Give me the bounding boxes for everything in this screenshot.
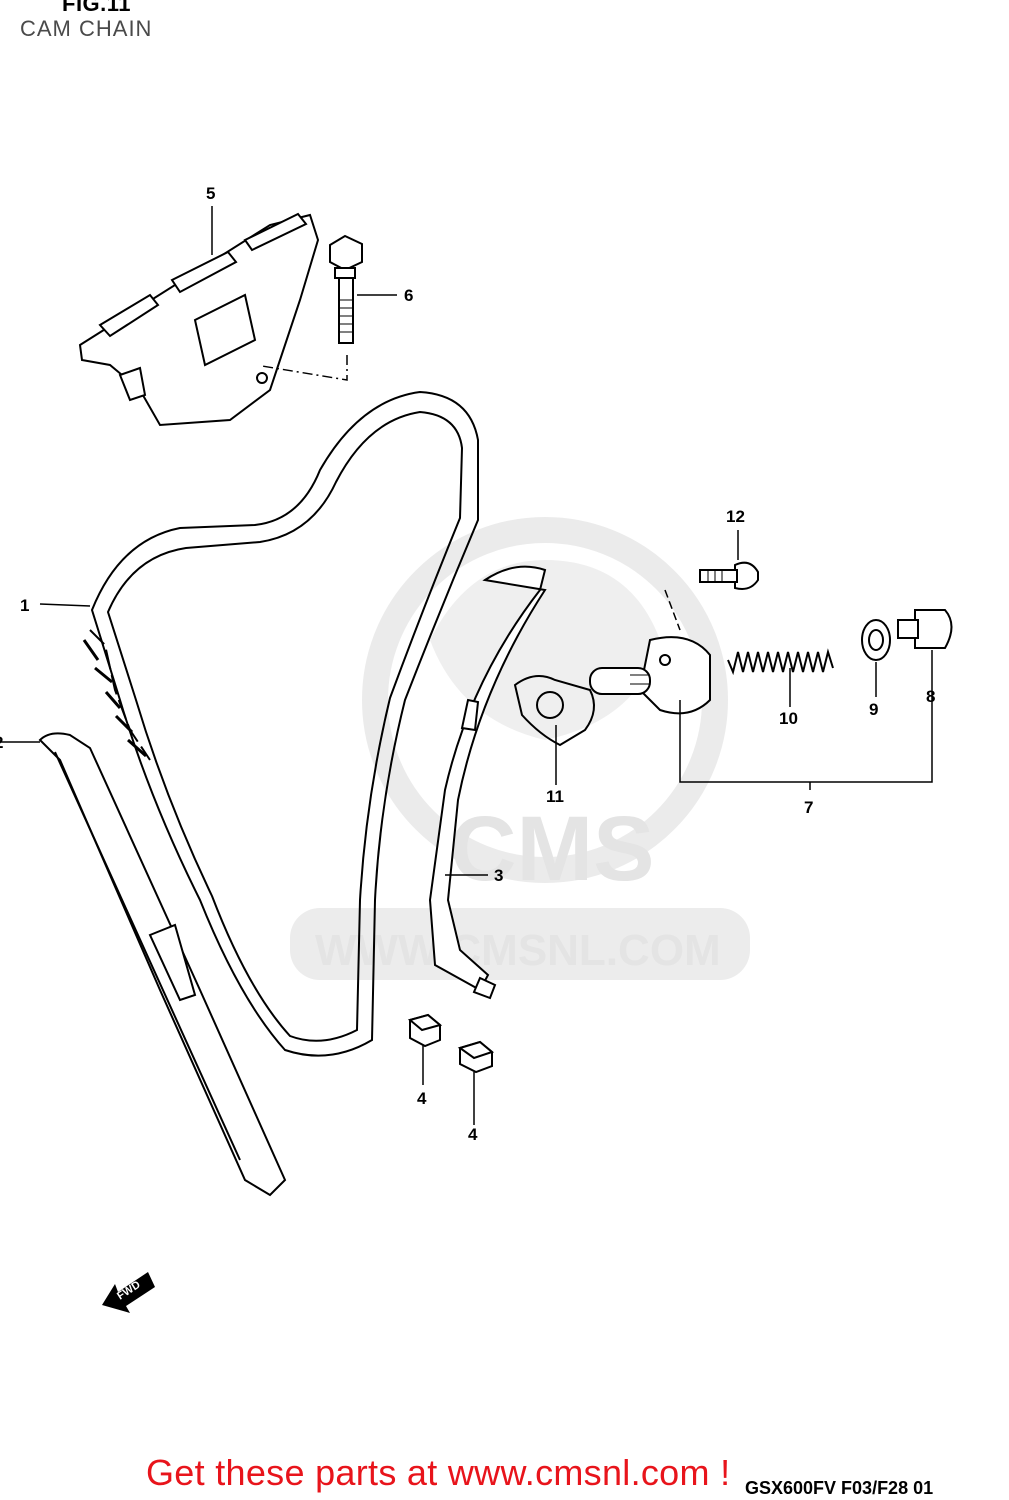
callout-7: 7 <box>804 798 813 817</box>
callout-10: 10 <box>779 709 798 728</box>
leader-1 <box>39 603 91 607</box>
watermark: CMS WWW.CMSNL.COM <box>290 517 750 980</box>
part-5-upper-chain-guide <box>78 212 320 427</box>
callout-11: 11 <box>546 787 564 806</box>
figure-number: FIG.11 <box>62 0 132 16</box>
part-9-washer <box>861 619 891 661</box>
footer-parts-link[interactable]: Get these parts at www.cmsnl.com ! <box>146 1452 731 1493</box>
leader-lines <box>0 206 933 1125</box>
part-4-guide-pads <box>407 1013 495 1074</box>
fwd-arrow-icon: FWD <box>102 1272 155 1313</box>
callout-8: 8 <box>926 687 935 706</box>
part-10-spring <box>727 648 834 676</box>
callout-6: 6 <box>404 286 413 305</box>
callout-12: 12 <box>726 507 745 526</box>
callout-9: 9 <box>869 700 878 719</box>
part-12-bolt <box>699 561 759 590</box>
callout-4b: 4 <box>468 1125 478 1144</box>
part-7-tensioner-assembly <box>589 636 711 715</box>
callout-5: 5 <box>206 184 215 203</box>
part-2-chain-guide <box>38 732 287 1197</box>
part-3-tensioner-arm <box>428 565 547 1000</box>
watermark-brand: CMS <box>450 798 654 900</box>
callout-2: 2 <box>0 733 3 752</box>
watermark-url: WWW.CMSNL.COM <box>315 926 721 975</box>
figure-title: CAM CHAIN <box>20 16 153 41</box>
part-1-cam-chain <box>82 390 479 1057</box>
part-6-leader <box>261 355 348 381</box>
part-12-leader <box>664 589 681 631</box>
part-6-bolt <box>329 234 363 344</box>
model-code: GSX600FV F03/F28 01 <box>745 1478 934 1498</box>
callout-1: 1 <box>20 596 29 615</box>
watermark-emblem <box>362 517 728 883</box>
callout-4a: 4 <box>417 1089 427 1108</box>
part-11-gasket <box>513 675 595 747</box>
part-8-cap-bolt <box>897 609 953 649</box>
leader-7 <box>679 690 933 783</box>
watermark-url-band <box>290 908 750 980</box>
callout-3: 3 <box>494 866 503 885</box>
